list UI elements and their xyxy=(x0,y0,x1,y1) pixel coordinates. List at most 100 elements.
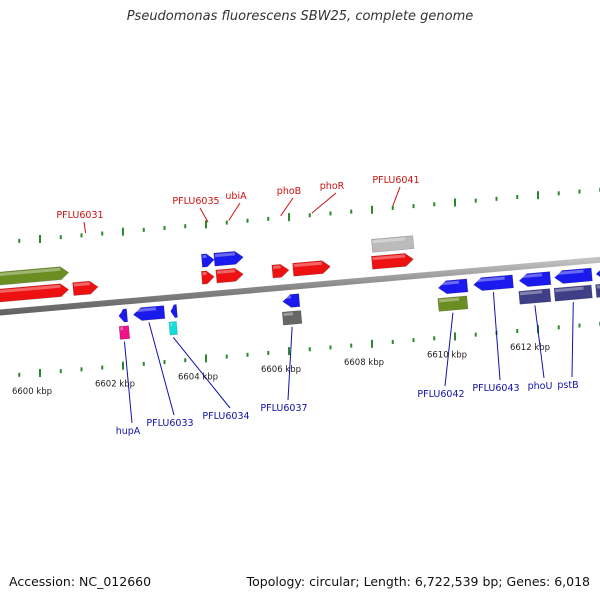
gene-g-blue-r5 xyxy=(437,278,469,295)
gene-label-g-red-7: PFLU6041 xyxy=(372,175,419,186)
scale-label-6602: 6602 kbp xyxy=(95,380,135,390)
gene-g-red-6 xyxy=(292,260,331,277)
gene-label-g-magenta-1: hupA xyxy=(116,426,141,437)
gene-highlight-g-blue-r2 xyxy=(133,307,157,313)
gene-highlight-g-blue-r1 xyxy=(119,310,122,314)
gene-g-blue-r2 xyxy=(132,305,166,321)
gene-highlight-g-navy-r2 xyxy=(555,286,584,293)
gene-label-g-red-5: phoB xyxy=(277,186,301,197)
leader-line-g-cyan-1 xyxy=(172,336,231,409)
gene-highlight-g-blue-r7 xyxy=(519,273,543,279)
gene-highlight-g-red-6 xyxy=(293,261,323,268)
gene-highlight-g-red-1 xyxy=(0,284,61,297)
gene-arrow-g-blue-r9 xyxy=(595,263,600,281)
gene-arrow-g-navy-r1 xyxy=(518,288,552,305)
gene-highlight-g-cyan-1 xyxy=(169,322,173,327)
leader-line-g-olive-r1 xyxy=(444,312,454,387)
gene-highlight-g-blue-r9 xyxy=(596,265,600,272)
gene-g-navy-r3 xyxy=(595,280,600,298)
gene-g-blue-r7 xyxy=(518,271,552,287)
gene-label-g-blue-r2: PFLU6033 xyxy=(146,418,193,429)
gene-highlight-g-blue-r5 xyxy=(438,280,460,286)
leader-line-g-navy-r1 xyxy=(534,305,545,379)
gene-g-blue-r4 xyxy=(282,293,301,308)
gene-label-g-olive-r1: PFLU6042 xyxy=(417,389,464,400)
scale-label-6610: 6610 kbp xyxy=(427,350,467,360)
accession-text: Accession: NC_012660 xyxy=(9,574,152,589)
gene-label-g-blue-2: ubiA xyxy=(225,191,247,202)
gene-highlight-g-olive-1 xyxy=(0,267,61,280)
gene-highlight-g-blue-r8 xyxy=(555,269,584,276)
gene-g-blue-r6 xyxy=(473,274,514,291)
gene-g-olive-1 xyxy=(0,266,70,289)
gene-arrow-g-olive-1 xyxy=(0,266,70,289)
gene-g-cyan-1 xyxy=(168,321,178,336)
gene-g-navy-r1 xyxy=(518,288,552,305)
gene-g-red-2 xyxy=(72,280,99,296)
gene-highlight-g-grey-1 xyxy=(372,237,406,244)
gene-arrow-g-blue-r4 xyxy=(282,293,301,308)
gene-highlight-g-blue-2 xyxy=(214,252,236,258)
genome-backbone xyxy=(0,256,600,316)
gene-arrow-g-red-1 xyxy=(0,283,70,306)
leader-line-g-blue-1 xyxy=(199,207,209,223)
gene-highlight-g-blue-r6 xyxy=(474,276,505,283)
gene-arrow-g-blue-1 xyxy=(200,253,215,268)
leader-line-g-red-2 xyxy=(83,221,87,234)
gene-arrow-g-blue-r2 xyxy=(132,305,166,321)
gene-arrow-g-blue-r5 xyxy=(437,278,469,295)
gene-arrow-g-navy-r3 xyxy=(595,280,600,298)
leader-line-g-red-5 xyxy=(280,197,294,217)
gene-highlight-g-olive-r1 xyxy=(438,297,460,303)
gene-highlight-g-navy-r1 xyxy=(519,290,543,296)
gene-arrow-g-grey-r1 xyxy=(281,310,303,326)
gene-highlight-g-red-7 xyxy=(372,254,406,261)
gene-arrow-g-red-5 xyxy=(271,264,290,279)
gene-g-navy-r2 xyxy=(553,284,593,302)
gene-highlight-g-red-2 xyxy=(73,282,90,287)
scale-label-6600: 6600 kbp xyxy=(12,387,52,397)
leader-line-g-blue-2 xyxy=(228,202,241,221)
gene-arrow-g-grey-1 xyxy=(371,235,415,253)
gene-g-blue-r8 xyxy=(554,267,593,284)
gene-highlight-g-red-4 xyxy=(216,269,236,274)
scale-label-6612: 6612 kbp xyxy=(510,343,550,353)
map-title: Pseudomonas fluorescens SBW25, complete … xyxy=(126,9,474,24)
gene-g-grey-r1 xyxy=(281,310,303,326)
gene-g-blue-1 xyxy=(200,253,215,268)
gene-arrow-g-blue-r7 xyxy=(518,271,552,287)
gene-g-red-3 xyxy=(200,270,215,285)
gene-highlight-g-blue-r4 xyxy=(283,295,292,300)
gene-arrow-g-red-6 xyxy=(292,260,331,277)
gene-label-g-blue-1: PFLU6035 xyxy=(172,196,219,207)
leader-line-g-blue-r2 xyxy=(148,322,175,416)
leader-line-g-magenta-1 xyxy=(123,341,133,424)
gene-arrow-g-blue-r3 xyxy=(170,304,178,318)
gene-arrow-g-red-3 xyxy=(200,270,215,285)
gene-highlight-g-red-5 xyxy=(272,265,281,269)
gene-arrow-g-olive-r1 xyxy=(437,295,469,312)
gene-g-olive-r1 xyxy=(437,295,469,312)
gene-g-red-1 xyxy=(0,283,70,306)
gene-arrow-g-blue-2 xyxy=(213,251,244,267)
leader-line-g-navy-r2 xyxy=(571,302,574,378)
gene-highlight-g-blue-1 xyxy=(202,254,207,259)
gene-g-blue-r9 xyxy=(595,263,600,281)
gene-g-red-5 xyxy=(271,264,290,279)
gene-label-g-red-6: phoR xyxy=(320,181,345,192)
gene-highlight-g-grey-r1 xyxy=(283,312,294,317)
gene-g-magenta-1 xyxy=(118,325,131,340)
gene-g-red-7 xyxy=(371,253,414,270)
gene-label-g-navy-r2: pstB xyxy=(557,380,578,391)
gene-arrow-g-red-7 xyxy=(371,253,414,270)
gene-g-blue-r3 xyxy=(170,304,178,318)
gene-g-blue-2 xyxy=(213,251,244,267)
gene-arrow-g-red-2 xyxy=(72,280,99,296)
gene-label-g-navy-r1: phoU xyxy=(528,381,553,392)
gene-arrow-g-blue-r8 xyxy=(554,267,593,284)
gene-highlight-g-blue-r3 xyxy=(171,305,173,309)
gene-arrow-g-red-4 xyxy=(215,268,244,284)
gene-arrow-g-magenta-1 xyxy=(118,325,131,340)
gene-label-g-grey-r1: PFLU6037 xyxy=(260,403,307,414)
